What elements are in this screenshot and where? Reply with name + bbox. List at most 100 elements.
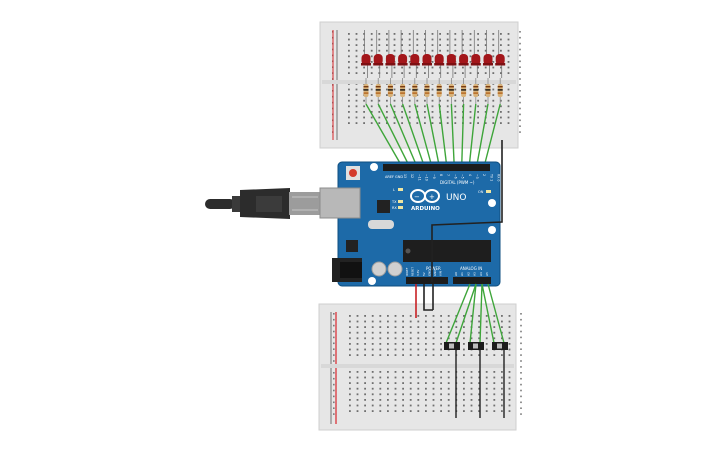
breadboard-hole bbox=[470, 371, 473, 373]
breadboard-hole bbox=[462, 66, 464, 69]
usb-plug-icon[interactable] bbox=[205, 188, 320, 219]
breadboard-hole bbox=[394, 387, 397, 390]
breadboard-hole bbox=[447, 326, 450, 328]
breadboard-hole bbox=[508, 382, 511, 384]
breadboard-hole bbox=[478, 371, 480, 373]
switch-wire bbox=[469, 283, 477, 344]
bottom-breadboard[interactable] bbox=[318, 303, 522, 431]
breadboard-hole bbox=[462, 99, 464, 102]
breadboard-hole bbox=[363, 116, 365, 119]
breadboard-hole bbox=[379, 382, 382, 384]
switch-wires bbox=[445, 283, 505, 418]
rail-hole bbox=[333, 407, 335, 409]
rail-hole bbox=[519, 84, 521, 86]
breadboard-hole bbox=[409, 343, 412, 345]
breadboard-hole bbox=[417, 393, 420, 396]
breadboard-hole bbox=[507, 105, 510, 108]
mount-hole bbox=[488, 226, 496, 234]
breadboard-hole bbox=[508, 410, 511, 412]
resistor-band bbox=[363, 92, 369, 94]
breadboard-hole bbox=[348, 49, 350, 52]
breadboard-hole bbox=[402, 320, 404, 323]
breadboard-hole bbox=[356, 376, 359, 379]
breadboard-hole bbox=[417, 343, 420, 345]
led-array bbox=[361, 30, 506, 78]
breadboard-hole bbox=[355, 122, 358, 124]
breadboard-hole bbox=[501, 371, 503, 373]
breadboard-hole bbox=[507, 44, 510, 46]
breadboard-hole bbox=[485, 376, 488, 379]
breadboard-hole bbox=[379, 331, 382, 334]
led-wire bbox=[460, 103, 465, 171]
breadboard-hole bbox=[379, 337, 382, 340]
breadboard-hole bbox=[378, 99, 381, 102]
breadboard-hole bbox=[470, 399, 473, 401]
breadboard-hole bbox=[470, 410, 473, 412]
breadboard-hole bbox=[355, 55, 358, 58]
breadboard-hole bbox=[478, 326, 480, 328]
breadboard-hole bbox=[447, 371, 450, 373]
breadboard-hole bbox=[355, 66, 358, 69]
resistor-band bbox=[485, 92, 491, 94]
breadboard-hole bbox=[393, 116, 396, 119]
breadboard-hole bbox=[387, 393, 389, 396]
breadboard-hole bbox=[462, 49, 464, 52]
power-pin-label: VIN bbox=[439, 271, 443, 276]
breadboard-hole bbox=[393, 105, 396, 108]
breadboard-hole bbox=[348, 116, 350, 119]
led-wire bbox=[482, 103, 501, 171]
breadboard-hole bbox=[371, 393, 374, 396]
breadboard-hole bbox=[393, 38, 396, 41]
breadboard-hole bbox=[439, 99, 441, 102]
breadboard-hole bbox=[492, 72, 495, 74]
breadboard-hole bbox=[364, 331, 366, 334]
breadboard-hole bbox=[424, 111, 426, 113]
breadboard-hole bbox=[402, 376, 404, 379]
breadboard-hole bbox=[387, 404, 389, 407]
breadboard-hole bbox=[356, 343, 359, 345]
breadboard-hole bbox=[409, 382, 412, 384]
breadboard-hole bbox=[401, 116, 403, 119]
breadboard-hole bbox=[507, 94, 510, 96]
slide-switch-knob bbox=[449, 343, 454, 349]
breadboard-hole bbox=[432, 315, 435, 317]
breadboard-hole bbox=[416, 99, 419, 102]
breadboard-hole bbox=[431, 44, 434, 46]
breadboard-hole bbox=[469, 49, 472, 52]
led-wire bbox=[365, 103, 405, 171]
breadboard-hole bbox=[417, 387, 420, 390]
breadboard-hole bbox=[440, 326, 442, 328]
breadboard-hole bbox=[440, 393, 442, 396]
breadboard-hole bbox=[401, 72, 403, 74]
breadboard-hole bbox=[440, 382, 442, 384]
breadboard-hole bbox=[371, 348, 374, 351]
breadboard-hole bbox=[446, 105, 449, 108]
breadboard-hole bbox=[386, 38, 388, 41]
breadboard-hole bbox=[364, 371, 366, 373]
breadboard-hole bbox=[469, 72, 472, 74]
breadboard-hole bbox=[364, 387, 366, 390]
breadboard-hole bbox=[370, 44, 373, 46]
breadboard-hole bbox=[446, 38, 449, 41]
analog-pin-label: A2 bbox=[466, 272, 470, 276]
switch-wire bbox=[487, 283, 505, 344]
breadboard-hole bbox=[500, 116, 502, 119]
breadboard-hole bbox=[408, 44, 411, 46]
reset-button-icon[interactable] bbox=[346, 166, 360, 180]
breadboard-hole bbox=[440, 376, 442, 379]
breadboard-hole bbox=[379, 354, 382, 356]
arduino-uno-board[interactable]: − + ARDUINO UNO DIGITAL (PWM ~) AREF GND… bbox=[319, 161, 501, 287]
breadboard-hole bbox=[493, 337, 496, 340]
breadboard-hole bbox=[379, 371, 382, 373]
breadboard-hole bbox=[469, 122, 472, 124]
breadboard-hole bbox=[409, 337, 412, 340]
gnd-label: GND bbox=[395, 175, 403, 179]
breadboard-hole bbox=[507, 33, 510, 35]
breadboard-hole bbox=[454, 66, 457, 69]
top-breadboard[interactable] bbox=[319, 21, 521, 149]
breadboard-hole bbox=[379, 348, 382, 351]
breadboard-hole bbox=[355, 44, 358, 46]
breadboard-hole bbox=[508, 337, 511, 340]
breadboard-hole bbox=[454, 44, 457, 46]
breadboard-hole bbox=[446, 99, 449, 102]
